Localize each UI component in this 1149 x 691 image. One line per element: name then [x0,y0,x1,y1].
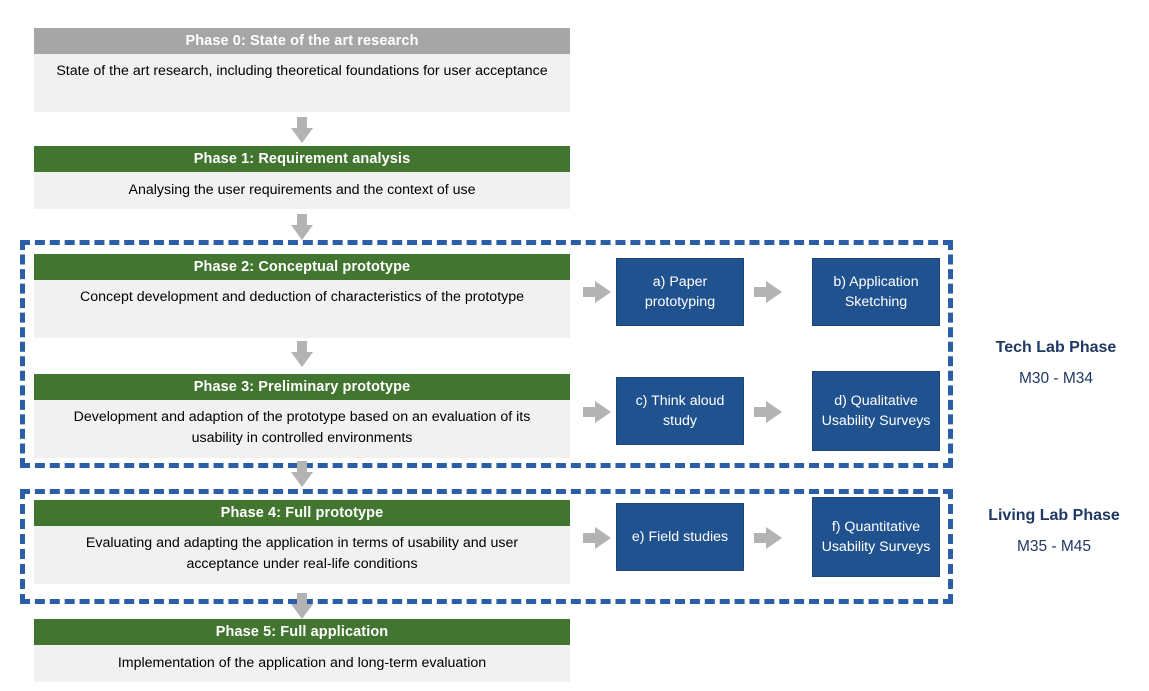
method-label-e: e) Field studies [631,529,729,545]
group-label-living-lab-range: M35 - M45 [1016,538,1092,555]
arrow-phase1-to-phase2 [291,214,313,240]
group-label-living-lab: Living Lab Phase M35 - M45 [962,505,1146,558]
phase-card-phase4: Phase 4: Full prototype Evaluating and a… [34,500,570,584]
phase-card-phase1: Phase 1: Requirement analysis Analysing … [34,146,570,209]
group-box-tech-lab [20,240,953,468]
arrow-shaft [583,407,597,417]
arrow-phase2-to-method-a [583,281,611,303]
arrow-shaft [297,341,307,354]
arrow-head [291,472,313,487]
phase-body-phase5: Implementation of the application and lo… [34,645,570,682]
arrow-shaft [297,461,307,474]
method-box-c: c) Think aloud study [616,377,744,445]
phase-body-phase0: State of the art research, including the… [34,54,570,112]
arrow-head [595,401,611,423]
arrow-phase4-to-phase5 [291,593,313,619]
method-box-d: d) Qualitative Usability Surveys [812,371,940,451]
arrow-head [595,281,611,303]
method-label-b: b) Application Sketching [833,274,919,310]
phase-card-phase2: Phase 2: Conceptual prototype Concept de… [34,254,570,338]
method-box-e: e) Field studies [616,503,744,571]
arrow-shaft [754,287,768,297]
group-label-living-lab-title: Living Lab Phase [988,507,1120,524]
group-label-tech-lab-range: M30 - M34 [1018,370,1094,387]
phase-card-phase5: Phase 5: Full application Implementation… [34,619,570,682]
arrow-method-c-to-method-d [754,401,782,423]
phase-card-phase3: Phase 3: Preliminary prototype Developme… [34,374,570,458]
method-box-f: f) Quantitative Usability Surveys [812,497,940,577]
arrow-head [291,128,313,143]
arrow-head [291,225,313,240]
arrow-phase3-to-phase4 [291,461,313,487]
method-label-d: d) Qualitative Usability Surveys [821,393,931,429]
phase-header-phase0: Phase 0: State of the art research [34,28,570,54]
phase-header-phase4: Phase 4: Full prototype [34,500,570,526]
arrow-phase4-to-method-e [583,527,611,549]
phase-body-phase1: Analysing the user requirements and the … [34,172,570,209]
arrow-method-a-to-method-b [754,281,782,303]
phase-header-phase3: Phase 3: Preliminary prototype [34,374,570,400]
phase-body-phase4: Evaluating and adapting the application … [34,526,570,584]
phase-header-phase5: Phase 5: Full application [34,619,570,645]
method-label-a: a) Paper prototyping [644,274,716,310]
phase-body-phase2: Concept development and deduction of cha… [34,280,570,338]
arrow-head [291,352,313,367]
method-box-a: a) Paper prototyping [616,258,744,326]
arrow-head [766,527,782,549]
arrow-shaft [583,533,597,543]
arrow-shaft [754,407,768,417]
arrow-shaft [583,287,597,297]
method-label-f: f) Quantitative Usability Surveys [821,519,931,555]
arrow-head [595,527,611,549]
arrow-shaft [297,593,307,606]
group-label-tech-lab-title: Tech Lab Phase [995,339,1117,356]
phase-body-phase3: Development and adaption of the prototyp… [34,400,570,458]
group-box-living-lab [20,489,953,604]
arrow-phase3-to-method-c [583,401,611,423]
phase-header-phase1: Phase 1: Requirement analysis [34,146,570,172]
arrow-shaft [297,117,307,130]
arrow-method-e-to-method-f [754,527,782,549]
phase-header-phase2: Phase 2: Conceptual prototype [34,254,570,280]
arrow-head [766,401,782,423]
arrow-shaft [754,533,768,543]
arrow-phase0-to-phase1 [291,117,313,143]
phase-card-phase0: Phase 0: State of the art research State… [34,28,570,112]
arrow-head [766,281,782,303]
arrow-phase2-to-phase3 [291,341,313,367]
arrow-shaft [297,214,307,227]
method-box-b: b) Application Sketching [812,258,940,326]
arrow-head [291,604,313,619]
group-label-tech-lab: Tech Lab Phase M30 - M34 [968,337,1144,390]
method-label-c: c) Think aloud study [635,393,725,429]
